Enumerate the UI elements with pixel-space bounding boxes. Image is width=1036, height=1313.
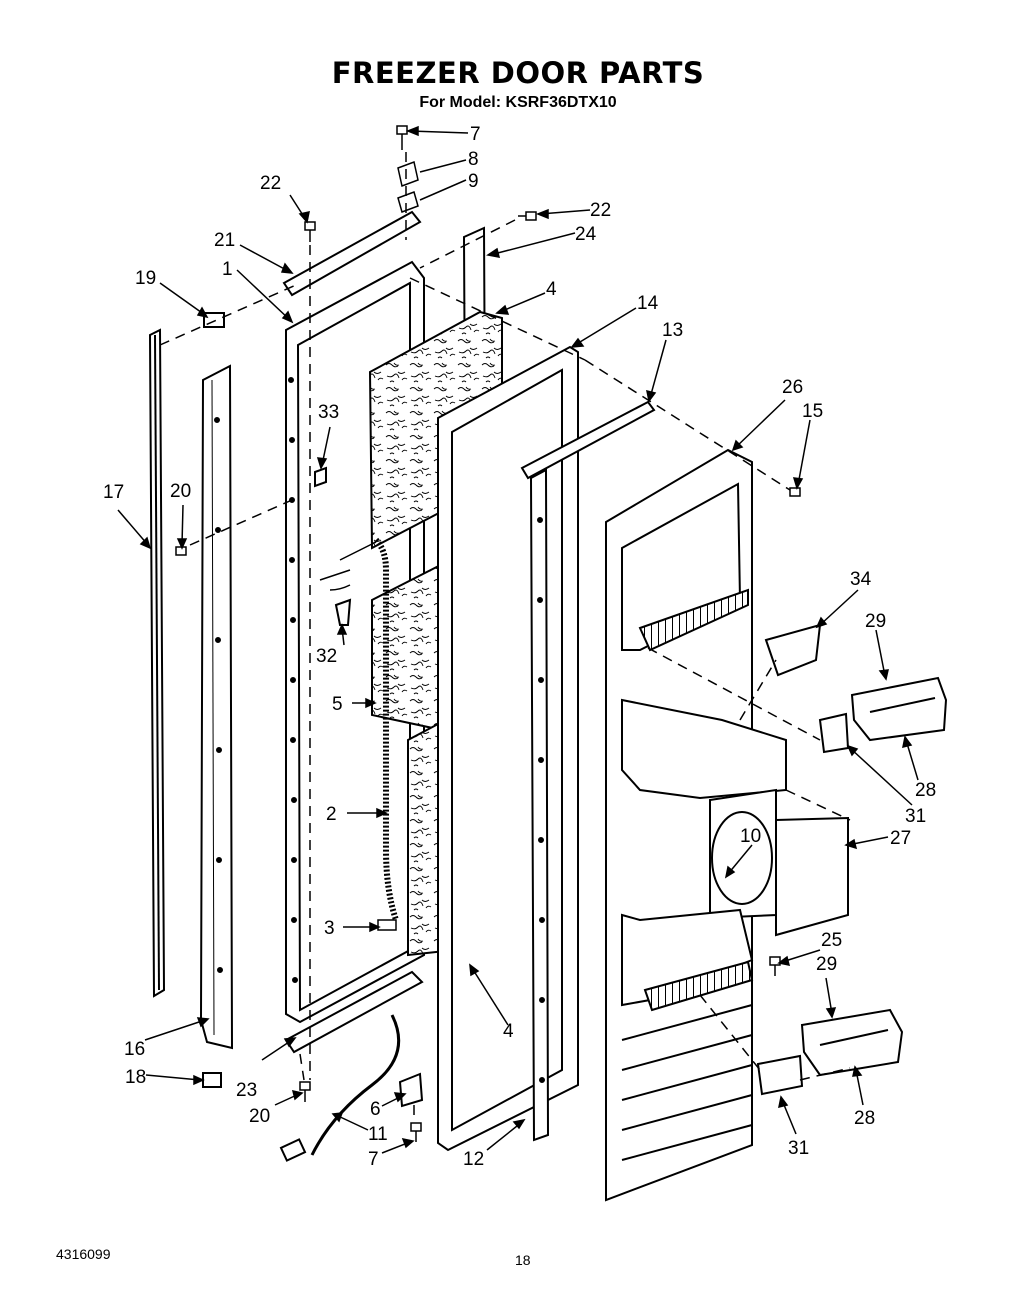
- callout-6: 6: [370, 1099, 381, 1120]
- part-door-panel-26: [605, 448, 787, 1202]
- part-connector-32: [334, 598, 352, 626]
- callout-5: 5: [332, 694, 343, 715]
- part-chute-34: [764, 623, 822, 677]
- part-cap-31-upper: [818, 712, 850, 754]
- callout-13: 13: [662, 320, 683, 341]
- page-number: 18: [515, 1252, 531, 1268]
- callout-1: 1: [222, 259, 233, 280]
- callout-28-lower: 28: [854, 1108, 875, 1129]
- callout-24: 24: [575, 224, 597, 245]
- callout-23: 23: [236, 1080, 257, 1101]
- part-bracket-21: [282, 210, 422, 297]
- callout-26: 26: [782, 377, 803, 398]
- callout-18: 18: [125, 1067, 146, 1088]
- callout-32: 32: [316, 646, 337, 667]
- callout-7-bottom: 7: [368, 1149, 379, 1170]
- callout-29-lower: 29: [816, 954, 837, 975]
- callout-20-bottom: 20: [249, 1106, 270, 1127]
- callout-22-right: 22: [590, 200, 611, 221]
- part-housing-27: [775, 816, 849, 937]
- callout-4-top: 4: [546, 279, 557, 300]
- part-strip-17: [148, 328, 166, 998]
- callout-11: 11: [368, 1124, 388, 1145]
- document-number: 4316099: [56, 1246, 111, 1262]
- part-bracket-6: [398, 1072, 424, 1108]
- callout-20-left: 20: [170, 481, 191, 502]
- part-panel-16: [199, 364, 234, 1050]
- part-tray-29-lower: [800, 1008, 904, 1077]
- callout-21: 21: [214, 230, 235, 251]
- callout-7-top: 7: [470, 124, 481, 145]
- callout-10: 10: [740, 826, 761, 847]
- callout-31-upper: 31: [905, 806, 926, 827]
- part-screws: [175, 125, 801, 1142]
- part-gasket-12: [529, 468, 550, 1142]
- callout-9: 9: [468, 171, 479, 192]
- callout-2: 2: [326, 804, 337, 825]
- callout-31-lower: 31: [788, 1138, 809, 1159]
- callout-4-bottom: 4: [503, 1021, 514, 1042]
- callout-33: 33: [318, 402, 339, 423]
- page-title: FREEZER DOOR PARTS: [331, 56, 705, 90]
- part-harness-2: [319, 537, 399, 921]
- callout-8: 8: [468, 149, 479, 170]
- callout-19: 19: [135, 268, 156, 289]
- callout-15: 15: [802, 401, 823, 422]
- callout-3: 3: [324, 918, 335, 939]
- leader-lines: [117, 125, 919, 1154]
- callout-14: 14: [637, 293, 659, 314]
- callout-27: 27: [890, 828, 911, 849]
- part-cap-31-lower: [756, 1054, 804, 1096]
- callout-22-left: 22: [260, 173, 281, 194]
- callout-17: 17: [103, 482, 124, 503]
- part-rail-13: [520, 400, 656, 480]
- part-clip-18: [202, 1072, 222, 1088]
- part-clip-33: [314, 466, 327, 488]
- part-tray-29-upper: [850, 676, 948, 742]
- part-bracket-23: [284, 970, 424, 1054]
- callout-25: 25: [821, 930, 842, 951]
- model-subtitle: For Model: KSRF36DTX10: [419, 94, 617, 111]
- callout-29-upper: 29: [865, 611, 886, 632]
- callout-16: 16: [124, 1039, 145, 1060]
- callout-34: 34: [850, 569, 872, 590]
- callout-28-upper: 28: [915, 780, 936, 801]
- part-cable-11: [279, 1014, 401, 1162]
- callout-12: 12: [463, 1149, 484, 1170]
- callout-labels: 7 8 9 22 22 24 21 1 4 19 14 13 26 15 33 …: [103, 124, 936, 1170]
